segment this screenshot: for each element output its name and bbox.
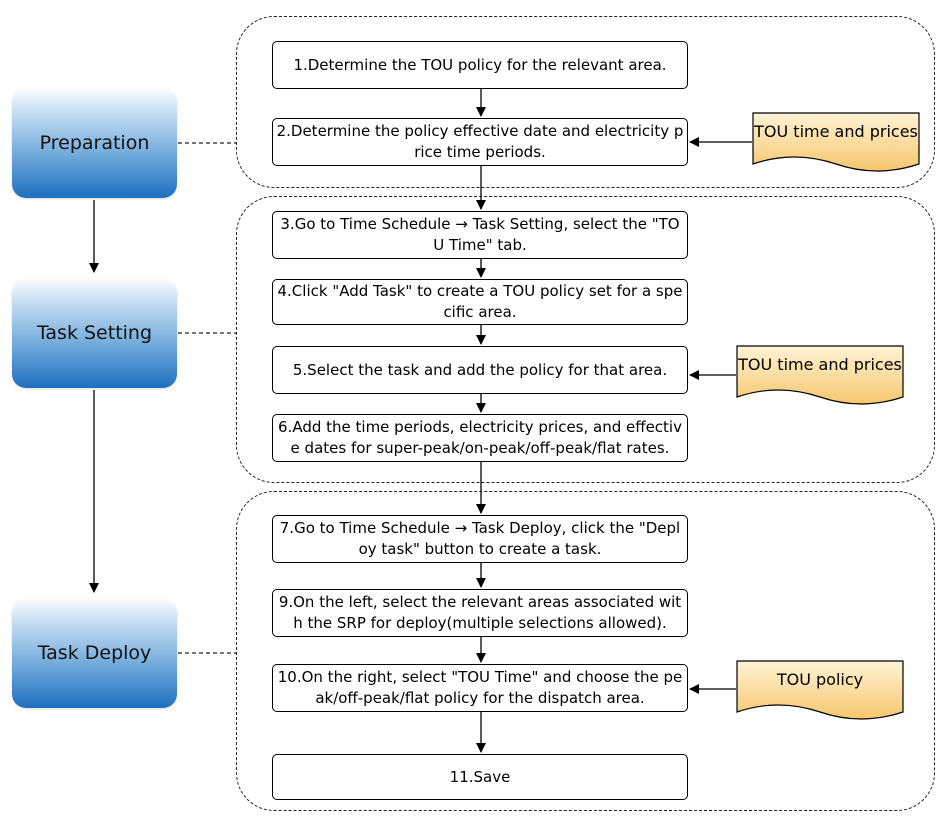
document-tou-time-prices-1: TOU time and prices xyxy=(752,112,920,174)
step-10: 10.On the right, select "TOU Time" and c… xyxy=(272,664,688,712)
step-9-line-1: 9.On the left, select the relevant areas… xyxy=(278,593,682,611)
step-11: 11.Save xyxy=(272,754,688,800)
step-10-line-2: ak/off-peak/flat policy for the dispatch… xyxy=(315,689,645,707)
step-7: 7.Go to Time Schedule → Task Deploy, cli… xyxy=(272,515,688,563)
document-2-label: TOU time and prices xyxy=(738,355,902,374)
step-5: 5.Select the task and add the policy for… xyxy=(272,346,688,394)
step-4: 4.Click "Add Task" to create a TOU polic… xyxy=(272,279,688,325)
phase-preparation: Preparation xyxy=(12,88,177,198)
task-deploy-group xyxy=(236,491,935,811)
document-tou-policy: TOU policy xyxy=(736,660,904,722)
phase-task-setting-label: Task Setting xyxy=(36,322,153,344)
step-1-text: 1.Determine the TOU policy for the relev… xyxy=(293,55,667,74)
step-2: 2.Determine the policy effective date an… xyxy=(272,118,688,166)
document-shape xyxy=(752,112,920,172)
document-tou-time-prices-2: TOU time and prices xyxy=(736,345,904,407)
step-3: 3.Go to Time Schedule → Task Setting, se… xyxy=(272,211,688,259)
step-9-line-2: h the SRP for deploy(multiple selections… xyxy=(293,614,667,632)
step-2-line-1: 2.Determine the policy effective date an… xyxy=(276,122,684,140)
phase-task-deploy-label: Task Deploy xyxy=(37,642,152,664)
document-shape xyxy=(736,660,904,720)
step-6-line-1: 6.Add the time periods, electricity pric… xyxy=(278,418,682,436)
step-9: 9.On the left, select the relevant areas… xyxy=(272,589,688,637)
step-6-line-2: e dates for super-peak/on-peak/off-peak/… xyxy=(290,439,670,457)
phase-task-setting: Task Setting xyxy=(12,278,177,388)
phase-task-deploy: Task Deploy xyxy=(12,598,177,708)
step-4-line-1: 4.Click "Add Task" to create a TOU polic… xyxy=(277,282,683,300)
step-1: 1.Determine the TOU policy for the relev… xyxy=(272,41,688,89)
step-6: 6.Add the time periods, electricity pric… xyxy=(272,414,688,462)
step-7-line-1: 7.Go to Time Schedule → Task Deploy, cli… xyxy=(279,519,681,537)
document-3-label: TOU policy xyxy=(776,670,864,689)
step-4-line-2: cific area. xyxy=(443,303,517,321)
step-5-text: 5.Select the task and add the policy for… xyxy=(292,360,668,379)
task-setting-group xyxy=(236,196,935,483)
document-shape xyxy=(736,345,904,405)
step-3-line-2: U Time" tab. xyxy=(433,236,527,254)
step-3-line-1: 3.Go to Time Schedule → Task Setting, se… xyxy=(280,215,680,233)
step-2-line-2: rice time periods. xyxy=(414,143,546,161)
step-7-line-2: oy task" button to create a task. xyxy=(358,540,602,558)
step-11-text: 11.Save xyxy=(449,767,511,786)
step-10-line-1: 10.On the right, select "TOU Time" and c… xyxy=(277,668,683,686)
preparation-group xyxy=(236,16,935,188)
phase-preparation-label: Preparation xyxy=(39,132,150,154)
document-1-label: TOU time and prices xyxy=(754,122,918,141)
